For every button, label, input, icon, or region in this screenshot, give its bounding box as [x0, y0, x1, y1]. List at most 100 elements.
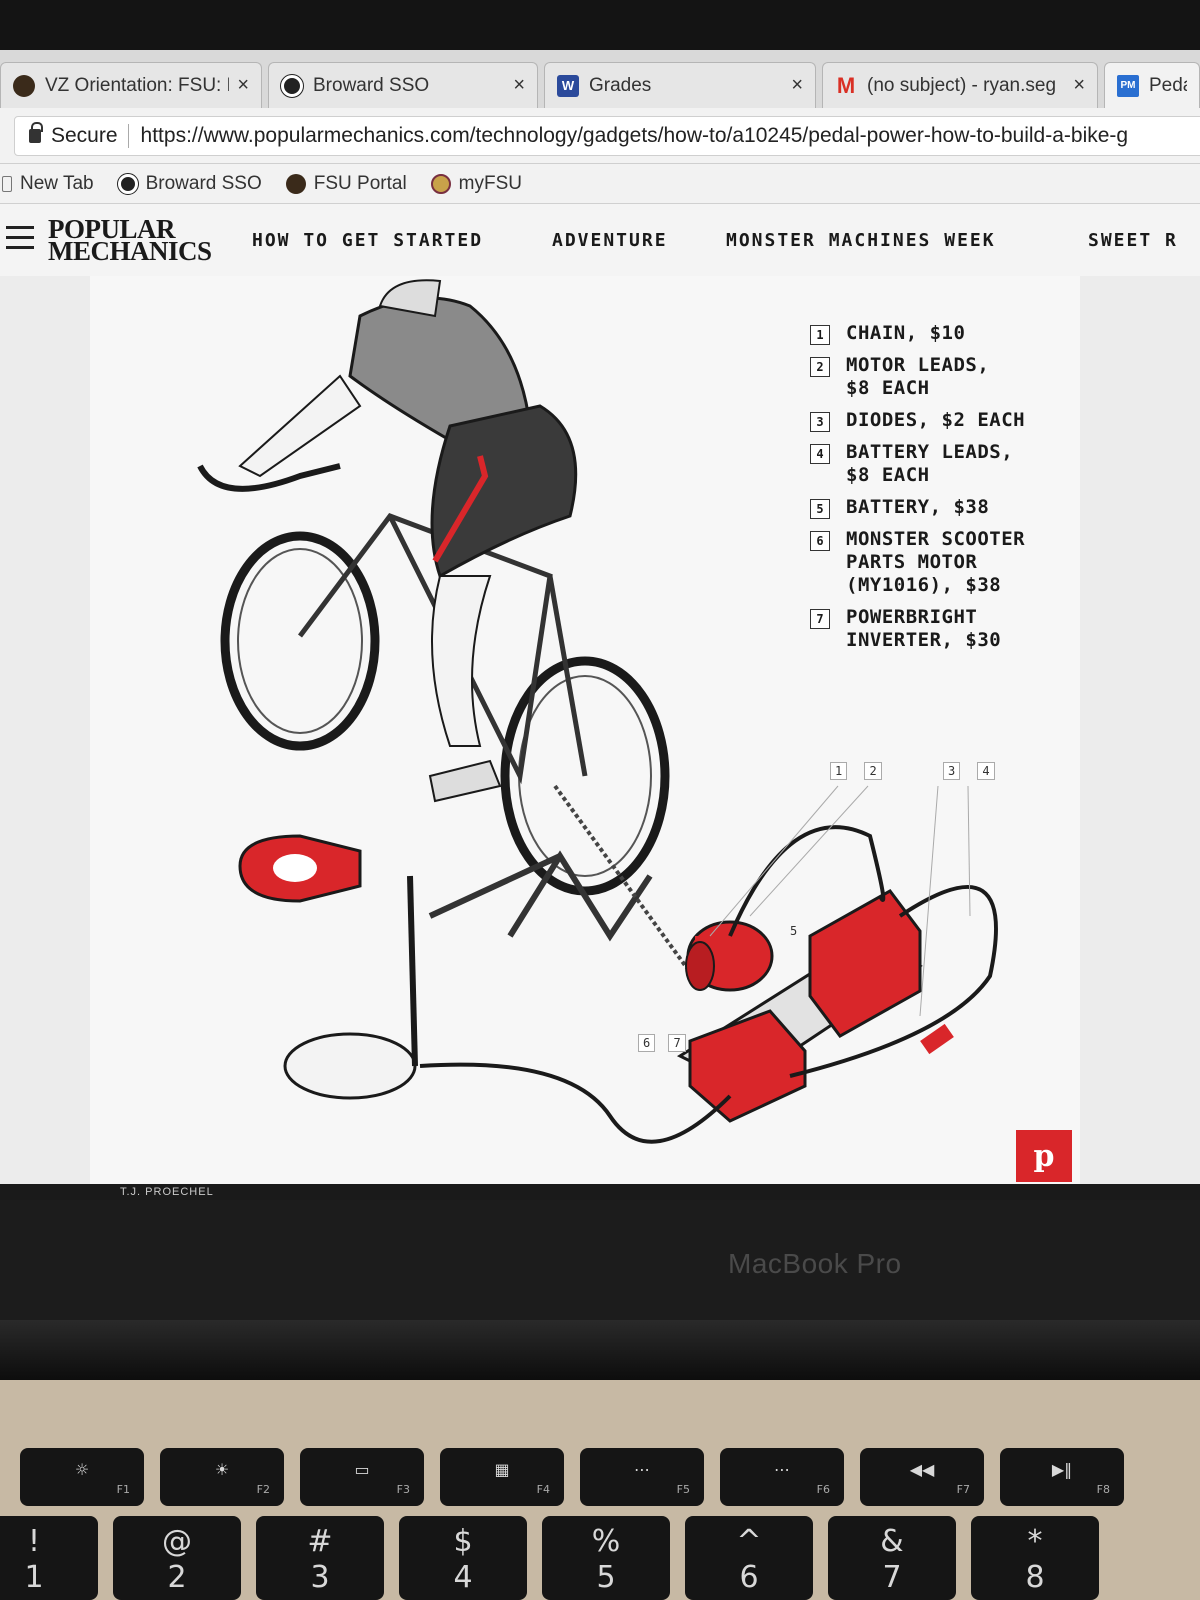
key-4[interactable]: $4 [399, 1516, 527, 1600]
callout-5: 5 [790, 924, 798, 938]
key-label: 1 [24, 1560, 44, 1595]
bookmarks-bar: New Tab Broward SSO FSU Portal myFSU [0, 164, 1200, 204]
key-label: F2 [256, 1483, 270, 1496]
article-body: 1 2 3 4 5 6 7 [0, 276, 1200, 1184]
part-number: 4 [810, 444, 830, 464]
key-icon: ☼ [74, 1460, 90, 1479]
callout-2: 2 [864, 762, 882, 780]
menu-icon[interactable] [6, 226, 34, 250]
close-icon[interactable]: × [1073, 74, 1085, 96]
key-f5[interactable]: ⋯F5 [580, 1448, 704, 1506]
tab-grades[interactable]: W Grades × [544, 62, 816, 108]
key-f1[interactable]: ☼ F1 [20, 1448, 144, 1506]
key-shift-label: & [880, 1524, 904, 1559]
illustration-svg [197, 279, 998, 1144]
key-3[interactable]: #3 [256, 1516, 384, 1600]
close-icon[interactable]: × [791, 74, 803, 96]
tab-title: Peda [1149, 74, 1187, 96]
key-f7[interactable]: ◀◀ F7 [860, 1448, 984, 1506]
part-item: 4 BATTERY LEADS, $8 EACH [810, 441, 1070, 487]
key-icon: ▭ [354, 1460, 370, 1479]
part-number: 1 [810, 325, 830, 345]
key-f6[interactable]: ⋯F6 [720, 1448, 844, 1506]
laptop-hinge [0, 1320, 1200, 1380]
bookmark-label: Broward SSO [145, 172, 262, 194]
callout-3: 3 [942, 762, 961, 780]
key-f4[interactable]: ▦ F4 [440, 1448, 564, 1506]
tab-vz-orientation[interactable]: VZ Orientation: FSU: P × [0, 62, 262, 108]
key-icon: ▶‖ [1051, 1460, 1073, 1479]
callout-1: 1 [830, 762, 848, 780]
url-field[interactable]: Secure https://www.popularmechanics.com/… [14, 116, 1200, 156]
key-f8[interactable]: ▶‖F8 [1000, 1448, 1124, 1506]
key-icon: ◀◀ [909, 1460, 935, 1479]
key-2[interactable]: @2 [113, 1516, 241, 1600]
bookmark-label: FSU Portal [313, 172, 407, 194]
nav-adventure[interactable]: ADVENTURE [552, 230, 668, 251]
key-shift-label: $ [453, 1524, 473, 1559]
device-label: MacBook Pro [728, 1248, 902, 1279]
bookmark-myfsu[interactable]: myFSU [430, 173, 522, 195]
key-shift-label: * [1027, 1524, 1043, 1559]
page-icon [2, 175, 12, 192]
part-number: 2 [810, 357, 830, 377]
key-shift-label: # [307, 1524, 333, 1559]
key-7[interactable]: &7 [828, 1516, 956, 1600]
key-label: F6 [816, 1483, 830, 1496]
logo-line: MECHANICS [48, 236, 212, 266]
key-label: F1 [116, 1483, 130, 1496]
motor-leads [728, 825, 886, 937]
rider-shoe [428, 759, 502, 803]
close-icon[interactable]: × [513, 74, 525, 96]
nav-how-to-get-started[interactable]: HOW TO GET STARTED [252, 230, 484, 251]
part-label: DIODES, $2 EACH [846, 409, 1026, 431]
dark-circle-icon [13, 74, 35, 97]
battery-leads [789, 884, 998, 1078]
key-shift-label: @ [162, 1524, 192, 1559]
bookmark-fsu-portal[interactable]: FSU Portal [285, 172, 407, 195]
part-number: 6 [810, 531, 830, 551]
part-label: MOTOR LEADS, $8 EACH [846, 354, 990, 399]
pinterest-button[interactable]: p [1016, 1130, 1072, 1182]
key-label: 4 [453, 1560, 473, 1595]
key-label: F3 [396, 1483, 410, 1496]
key-icon: ▦ [494, 1460, 510, 1479]
nav-sweet-r[interactable]: SWEET R [1088, 230, 1178, 251]
tab-gmail[interactable]: M (no subject) - ryan.seg × [822, 62, 1098, 108]
broward-logo-icon [116, 172, 139, 195]
callout-4: 4 [977, 762, 995, 780]
bike-generator-illustration: 1 2 3 4 5 6 7 [90, 276, 1080, 1184]
callout-6: 6 [638, 1034, 656, 1052]
broward-logo-icon [280, 73, 304, 98]
key-8[interactable]: *8 [971, 1516, 1099, 1600]
key-label: F7 [956, 1483, 970, 1496]
bookmark-new-tab[interactable]: New Tab [2, 173, 94, 195]
myfsu-icon [430, 173, 451, 194]
lock-icon [29, 122, 43, 143]
tab-popular-mechanics[interactable]: PM Peda [1104, 62, 1200, 108]
key-6[interactable]: ^6 [685, 1516, 813, 1600]
part-label: BATTERY LEADS, $8 EACH [846, 441, 1014, 486]
key-f3[interactable]: ▭ F3 [300, 1448, 424, 1506]
bookmark-broward-sso[interactable]: Broward SSO [116, 172, 262, 195]
key-label: 3 [310, 1560, 330, 1595]
part-label: BATTERY, $38 [846, 496, 990, 518]
key-label: F4 [536, 1483, 550, 1496]
key-shift-label: ! [27, 1524, 41, 1559]
address-bar: Secure https://www.popularmechanics.com/… [0, 108, 1200, 164]
close-icon[interactable]: × [237, 74, 249, 96]
key-1[interactable]: !1 [0, 1516, 98, 1600]
nav-monster-machines-week[interactable]: MONSTER MACHINES WEEK [726, 230, 996, 251]
screen-bezel-top [0, 0, 1200, 55]
key-label: 6 [739, 1560, 759, 1595]
key-5[interactable]: %5 [542, 1516, 670, 1600]
tab-broward-sso[interactable]: Broward SSO × [268, 62, 538, 108]
site-header: POPULAR MECHANICS HOW TO GET STARTED ADV… [0, 204, 1200, 276]
site-logo[interactable]: POPULAR MECHANICS [48, 216, 212, 266]
key-f2[interactable]: ☀F2 [160, 1448, 284, 1506]
tab-bar: VZ Orientation: FSU: P × Broward SSO × W… [0, 50, 1200, 108]
